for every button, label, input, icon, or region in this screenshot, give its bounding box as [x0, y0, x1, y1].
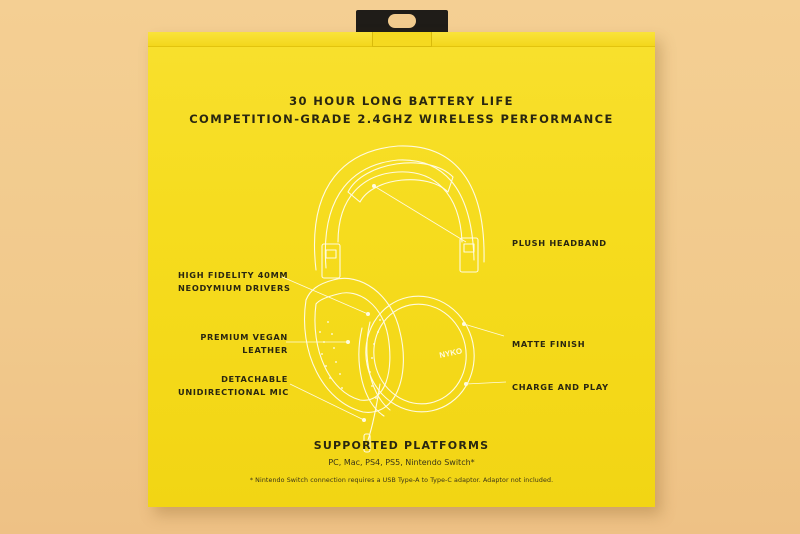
callout-leather: PREMIUM VEGAN LEATHER [178, 331, 288, 356]
callout-mic: DETACHABLE UNIDIRECTIONAL MIC [178, 373, 288, 398]
headband-outline [314, 145, 485, 271]
leader-mic [289, 383, 365, 421]
callout-leather-line2: LEATHER [242, 344, 288, 355]
headset-illustration: NYKO [279, 145, 507, 453]
leader-headband [373, 185, 467, 243]
microphone-boom [367, 383, 381, 441]
leader-drivers [279, 275, 369, 315]
callout-mic-line1: DETACHABLE [221, 374, 288, 384]
callout-plush-headband: PLUSH HEADBAND [512, 238, 607, 248]
right-slider [459, 237, 479, 273]
callout-charge-and-play: CHARGE AND PLAY [512, 382, 609, 392]
headband-inner [324, 159, 475, 269]
leader-charge [465, 381, 507, 385]
callout-leather-line1: PREMIUM VEGAN [200, 332, 288, 342]
callout-mic-line2: UNIDIRECTIONAL MIC [178, 386, 289, 397]
platforms-title: SUPPORTED PLATFORMS [313, 439, 490, 452]
hang-hole [388, 14, 416, 28]
callout-drivers-line1: HIGH FIDELITY 40MM [178, 270, 289, 280]
right-earcup [365, 295, 475, 413]
headline-battery: 30 HOUR LONG BATTERY LIFE [289, 94, 514, 108]
box-tuck-tab [372, 32, 432, 47]
headband-cushion [347, 162, 454, 203]
callout-drivers: HIGH FIDELITY 40MM NEODYMIUM DRIVERS [178, 269, 291, 294]
left-earpad [314, 292, 391, 401]
left-slider [321, 243, 341, 279]
callout-drivers-line2: NEODYMIUM DRIVERS [178, 282, 291, 293]
left-earcup [304, 277, 404, 413]
switch-footnote: * Nintendo Switch connection requires a … [249, 477, 554, 484]
platforms-list: PC, Mac, PS4, PS5, Nintendo Switch* [328, 458, 475, 467]
product-box: 30 HOUR LONG BATTERY LIFE COMPETITION-GR… [148, 32, 655, 507]
leader-matte [463, 323, 505, 337]
perforation-pattern [319, 319, 381, 399]
callout-matte-finish: MATTE FINISH [512, 339, 586, 349]
headline-wireless: COMPETITION-GRADE 2.4GHZ WIRELESS PERFOR… [189, 112, 614, 126]
brand-mark: NYKO [439, 346, 463, 360]
